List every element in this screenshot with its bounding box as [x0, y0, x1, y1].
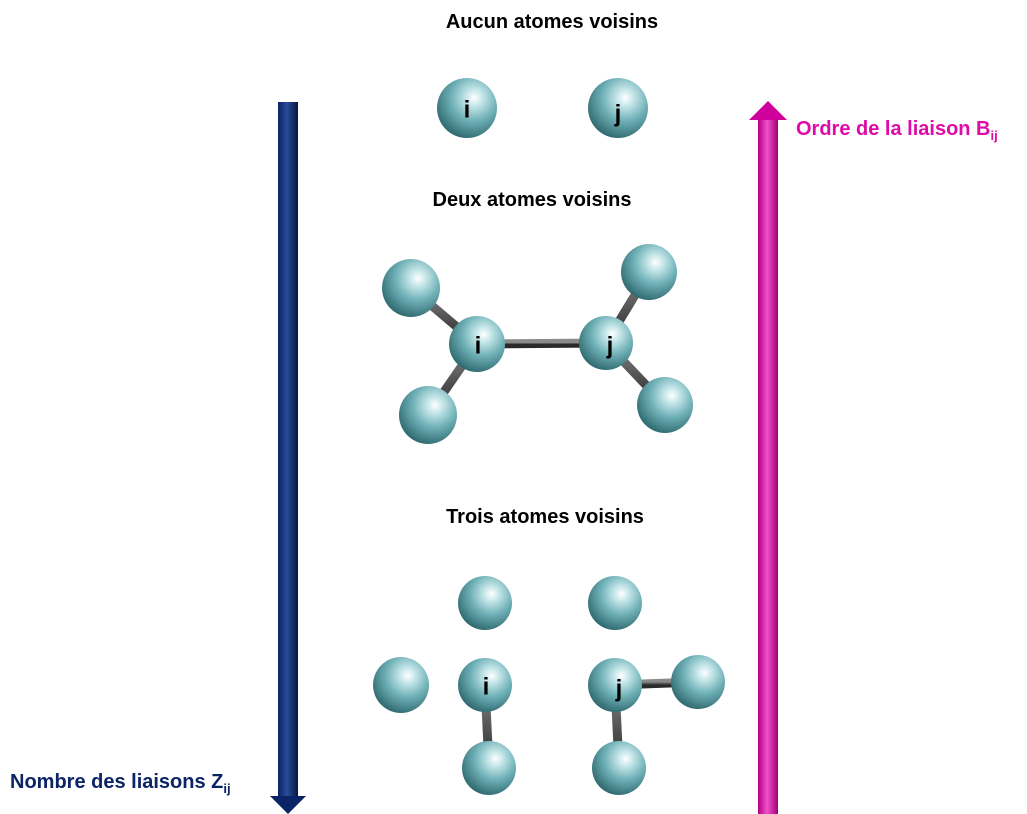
atom-j: [579, 316, 633, 370]
neighbour-atom: [637, 377, 693, 433]
atom-j: [588, 78, 648, 138]
atom-i: [458, 658, 512, 712]
neighbour-atom: [671, 655, 725, 709]
atom-i: [449, 316, 505, 372]
atom-i: [437, 78, 497, 138]
atom-j-label: j: [614, 101, 622, 128]
bond-count-label-subscript: ij: [223, 781, 231, 796]
bond-order-arrow: [749, 101, 787, 814]
neighbour-atom: [592, 741, 646, 795]
heading-no-neighbours: Aucun atomes voisins: [445, 11, 659, 33]
molecule-no-neighbours: i j: [437, 78, 648, 138]
neighbour-atom: [399, 386, 457, 444]
atom-j-label: j: [606, 333, 614, 360]
neighbour-atom: [458, 576, 512, 630]
neighbour-atom: [621, 244, 677, 300]
bond-order-label-text: Ordre de la liaison B: [796, 118, 991, 140]
neighbour-atom: [373, 657, 429, 713]
bond-count-label: Nombre des liaisons Zij: [10, 771, 231, 796]
atom-j-label: j: [615, 676, 623, 703]
bond-count-label-text: Nombre des liaisons Z: [10, 771, 224, 793]
atom-j: [588, 658, 642, 712]
bond-count-arrow: [270, 102, 306, 814]
neighbour-atom: [462, 741, 516, 795]
atom-i-label: i: [475, 333, 482, 360]
molecule-three-neighbours: i j: [373, 576, 725, 795]
heading-two-neighbours: Deux atomes voisins: [432, 189, 632, 211]
molecule-two-neighbours: i j: [382, 244, 693, 444]
neighbour-atom: [382, 259, 440, 317]
bond-order-label: Ordre de la liaison Bij: [796, 118, 998, 143]
heading-three-neighbours: Trois atomes voisins: [446, 506, 644, 528]
neighbour-atom: [588, 576, 642, 630]
atom-i-label: i: [483, 674, 490, 701]
atom-i-label: i: [464, 97, 471, 124]
bond-order-label-subscript: ij: [990, 128, 998, 143]
